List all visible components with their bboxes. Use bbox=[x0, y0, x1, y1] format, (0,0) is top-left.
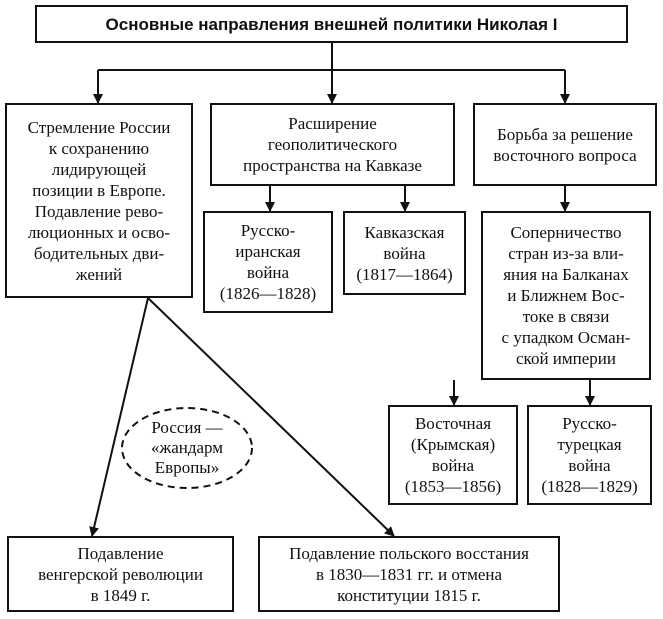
polish-uprising-text: Подавление польского восстания в 1830—18… bbox=[289, 543, 529, 605]
great-powers-rivalry-text: Соперничество стран из-за вли- яния на Б… bbox=[501, 223, 631, 368]
crimean-war-box: Восточная (Крымская) война (1853—1856) bbox=[388, 405, 518, 505]
russo-persian-war-text: Русско- иранская война (1826—1828) bbox=[219, 221, 317, 303]
diagram-title: Основные направления внешней политики Ни… bbox=[35, 5, 628, 43]
caucasus-policy-box: Расширение геополитического пространства… bbox=[210, 103, 455, 186]
eastern-question-box: Борьба за решение восточного вопроса bbox=[473, 103, 657, 186]
arrow-to-hungary-box bbox=[89, 297, 149, 537]
gendarme-text: Россия — «жандарм Европы» bbox=[150, 418, 224, 477]
gendarme-oval bbox=[121, 407, 253, 489]
europe-policy-box: Стремление России к сохранению лидирующе… bbox=[5, 103, 193, 298]
crimean-war-text: Восточная (Крымская) война (1853—1856) bbox=[404, 414, 502, 496]
diagram-title-text: Основные направления внешней политики Ни… bbox=[105, 14, 558, 34]
caucasian-war-box: Кавказская война (1817—1864) bbox=[343, 211, 466, 295]
russo-turkish-war-box: Русско- турецкая война (1828—1829) bbox=[527, 405, 652, 505]
russo-persian-war-box: Русско- иранская война (1826—1828) bbox=[203, 211, 333, 313]
arrow-to-poland-box bbox=[147, 297, 395, 537]
hungarian-revolution-box: Подавление венгерской революции в 1849 г… bbox=[7, 536, 234, 612]
caucasus-policy-text: Расширение геополитического пространства… bbox=[243, 114, 422, 175]
europe-policy-text: Стремление России к сохранению лидирующе… bbox=[27, 117, 171, 284]
caucasian-war-text: Кавказская война (1817—1864) bbox=[356, 222, 453, 284]
russo-turkish-war-text: Русско- турецкая война (1828—1829) bbox=[541, 414, 638, 496]
great-powers-rivalry-box: Соперничество стран из-за вли- яния на Б… bbox=[481, 211, 651, 380]
hungarian-revolution-text: Подавление венгерской революции в 1849 г… bbox=[38, 543, 203, 605]
eastern-question-text: Борьба за решение восточного вопроса bbox=[493, 124, 637, 165]
polish-uprising-box: Подавление польского восстания в 1830—18… bbox=[258, 536, 560, 612]
gendarme-label: Россия — «жандарм Европы» bbox=[122, 408, 252, 488]
